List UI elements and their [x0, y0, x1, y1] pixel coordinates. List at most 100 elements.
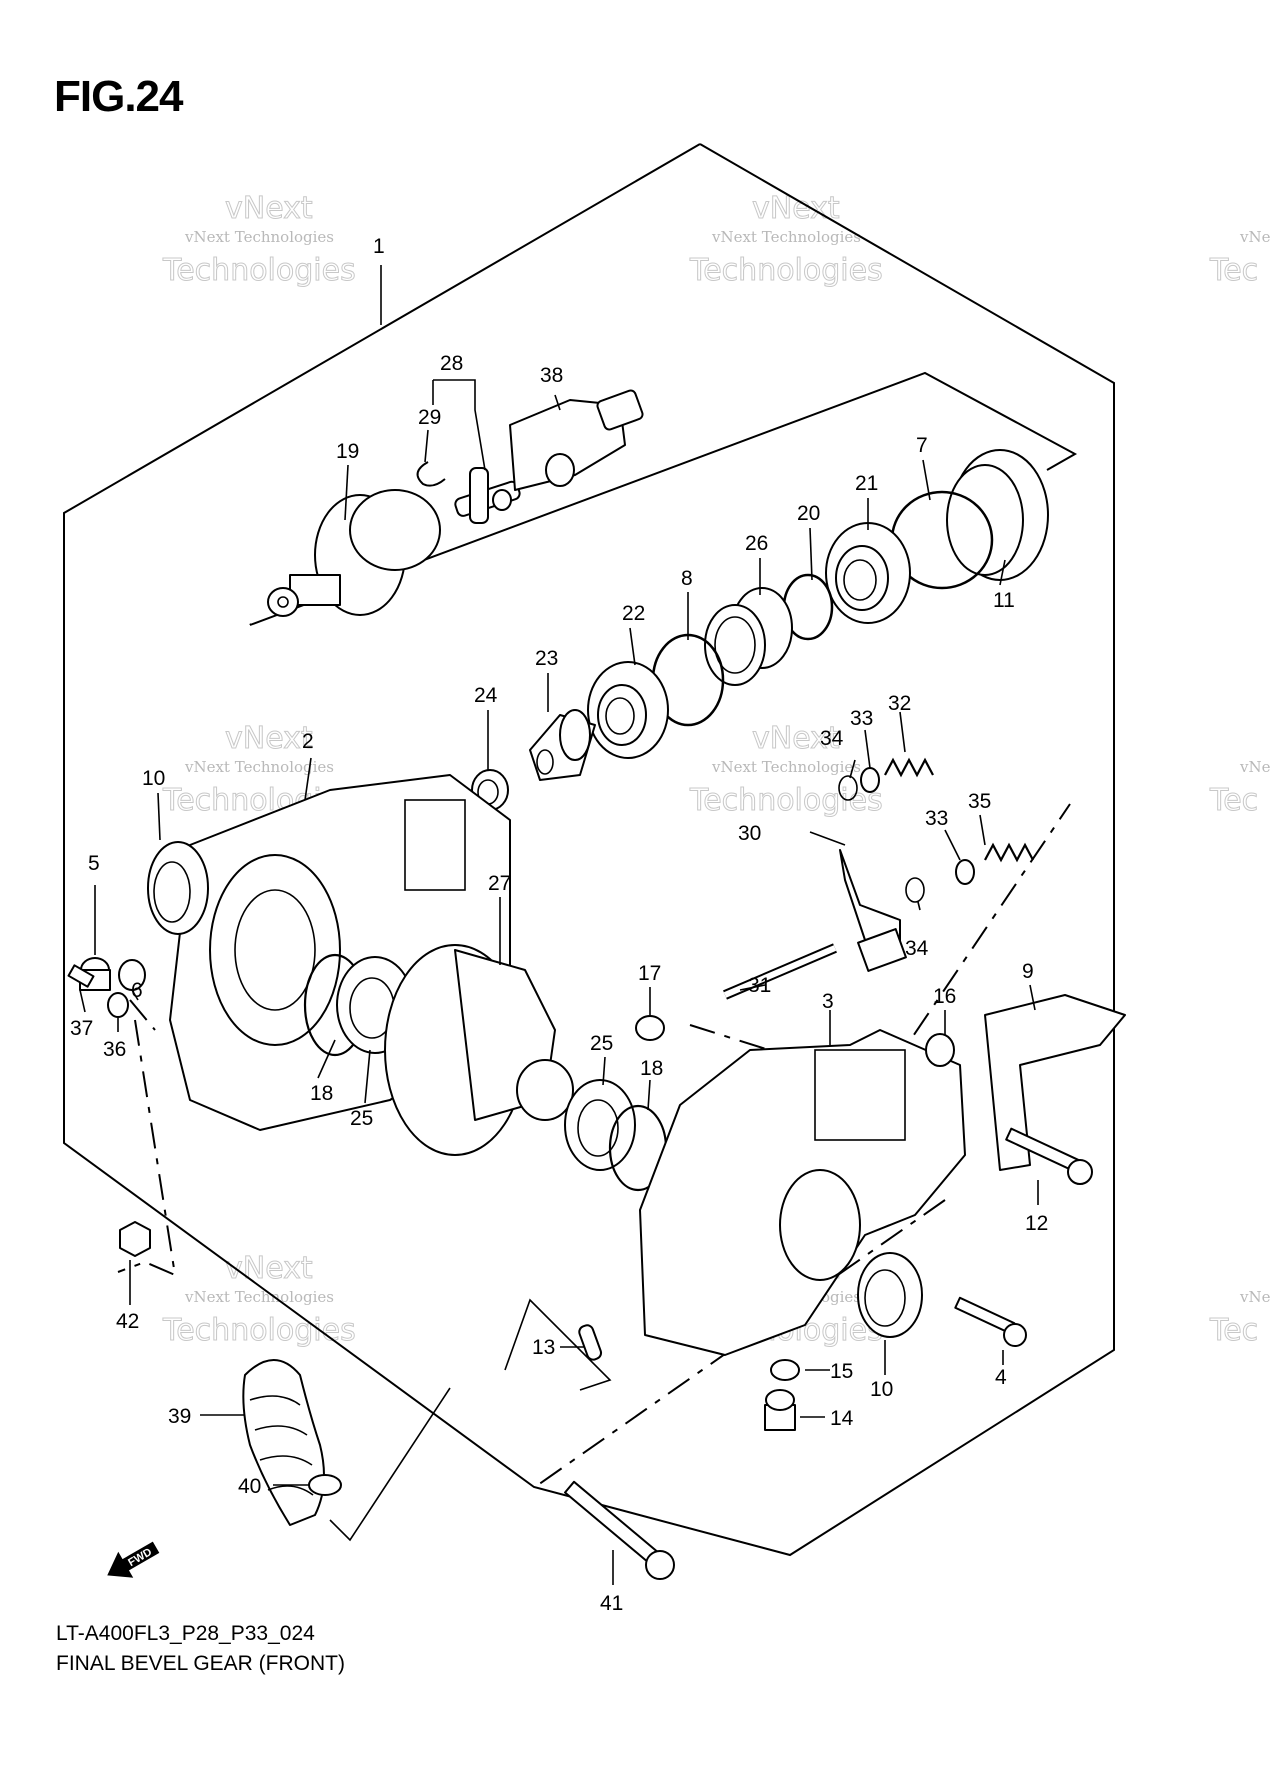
part-bush-16 [925, 1033, 955, 1067]
leader-line [504, 1298, 612, 1391]
svg-text:vNext Technologies: vNext Technologies [711, 228, 861, 246]
part-differential [384, 944, 574, 1156]
svg-text:Technologies: Technologies [689, 783, 883, 818]
svg-text:Technologies: Technologies [689, 253, 883, 288]
watermark: vNext vNext Technologies Technologies [162, 191, 357, 289]
part-circlip-34a [838, 775, 858, 801]
callout-31: 31 [748, 974, 771, 997]
callout-14: 14 [830, 1407, 854, 1430]
part-universal-joint [454, 467, 521, 524]
part-pin [578, 1324, 603, 1361]
callout-27: 27 [488, 872, 511, 895]
part-shift-shaft [723, 943, 837, 1000]
callout-19: 19 [336, 440, 359, 463]
callout-17: 17 [638, 962, 661, 985]
leader-line [329, 1387, 451, 1542]
callout-37: 37 [70, 1017, 93, 1040]
callout-33-top: 33 [850, 707, 873, 730]
model-code: LT-A400FL3_P28_P33_024 [56, 1622, 315, 1645]
svg-text:vNext: vNext [752, 721, 840, 756]
callout-leaders [79, 265, 1039, 1585]
callout-7: 7 [916, 434, 928, 457]
callout-23: 23 [535, 647, 558, 670]
callout-18-right: 18 [640, 1057, 663, 1080]
svg-text:Tec: Tec [1209, 1313, 1258, 1348]
part-circlip [416, 461, 446, 487]
part-oil-seal-left [147, 841, 209, 935]
callout-33-bottom: 33 [925, 807, 948, 830]
callout-22: 22 [622, 602, 645, 625]
watermark: vNext vNext Technologies Technologies [162, 1251, 357, 1349]
svg-text:vNext Technologies: vNext Technologies [184, 758, 334, 776]
callout-20: 20 [797, 502, 820, 525]
callout-40: 40 [238, 1475, 261, 1498]
input-group-frame [249, 371, 1078, 626]
callout-25-left: 25 [350, 1107, 373, 1130]
svg-text:vNext: vNext [225, 721, 313, 756]
part-bearing-22 [587, 661, 669, 759]
svg-text:FWD: FWD [126, 1546, 154, 1569]
svg-text:vNext Technologies: vNext Technologies [184, 228, 334, 246]
part-nut [119, 1221, 151, 1257]
callout-16: 16 [933, 985, 956, 1008]
part-boot [242, 1359, 325, 1526]
watermark-edge: vNe Tec [1209, 1288, 1271, 1349]
callout-6: 6 [131, 979, 143, 1002]
callout-2: 2 [302, 730, 314, 753]
part-circlip-34b [905, 877, 925, 903]
part-plug-14 [764, 1389, 796, 1431]
svg-text:vNext Technologies: vNext Technologies [711, 758, 861, 776]
part-bush [635, 1015, 665, 1041]
watermark-edge: vNe Tec [1209, 758, 1271, 819]
callout-3: 3 [822, 990, 834, 1013]
callout-41: 41 [600, 1592, 623, 1615]
part-drive-pinion [529, 709, 596, 781]
callout-21: 21 [855, 472, 878, 495]
part-spring-35 [984, 842, 1034, 863]
callout-12: 12 [1025, 1212, 1048, 1235]
part-washer-36 [107, 992, 129, 1018]
dashed-leader [689, 803, 1071, 1087]
callout-39: 39 [168, 1405, 191, 1428]
part-bracket [984, 994, 1126, 1171]
part-washer-33a [860, 767, 880, 793]
part-oil-seal-right [857, 1252, 923, 1338]
callout-38: 38 [540, 364, 563, 387]
assembly-frame [63, 143, 1115, 1557]
svg-text:vNext: vNext [225, 191, 313, 226]
svg-text:Technologies: Technologies [162, 1313, 356, 1348]
part-bolt-12 [1005, 1127, 1093, 1185]
figure-title: FIG.24 [54, 72, 183, 121]
svg-text:vNext: vNext [225, 1251, 313, 1286]
svg-text:vNe: vNe [1239, 758, 1271, 776]
watermark: vNext vNext Technologies Technologies [689, 191, 884, 289]
part-shift-fork [839, 849, 907, 972]
callout-labels: 1 2 3 4 5 6 7 8 9 10 10 11 12 13 14 15 1… [70, 235, 1048, 1615]
part-bearing-right [564, 1079, 636, 1171]
callout-42: 42 [116, 1310, 139, 1333]
callout-5: 5 [88, 852, 100, 875]
part-washer-15 [770, 1359, 800, 1381]
callout-34-top: 34 [820, 727, 844, 750]
callout-18-left: 18 [310, 1082, 333, 1105]
part-bolt-41 [564, 1480, 675, 1580]
part-washer-33b [955, 859, 975, 885]
callout-8: 8 [681, 567, 693, 590]
watermark-edge: vNe Tec [1209, 228, 1271, 289]
callout-4: 4 [995, 1366, 1007, 1389]
callout-35: 35 [968, 790, 991, 813]
dashed-leader [117, 1019, 177, 1277]
callout-25-right: 25 [590, 1032, 613, 1055]
part-oil-seal [946, 449, 1049, 581]
dashed-leader [534, 1199, 946, 1488]
watermark: vNext vNext Technologies Technologies [689, 721, 884, 819]
callout-11: 11 [993, 589, 1015, 612]
callout-10-left: 10 [142, 767, 165, 790]
callout-13: 13 [532, 1336, 555, 1359]
svg-text:vNe: vNe [1239, 228, 1271, 246]
callout-24: 24 [474, 684, 498, 707]
callout-1: 1 [373, 235, 385, 258]
part-input-yoke [267, 489, 441, 617]
part-yoke-shaft [509, 389, 644, 491]
callout-10-right: 10 [870, 1378, 893, 1401]
